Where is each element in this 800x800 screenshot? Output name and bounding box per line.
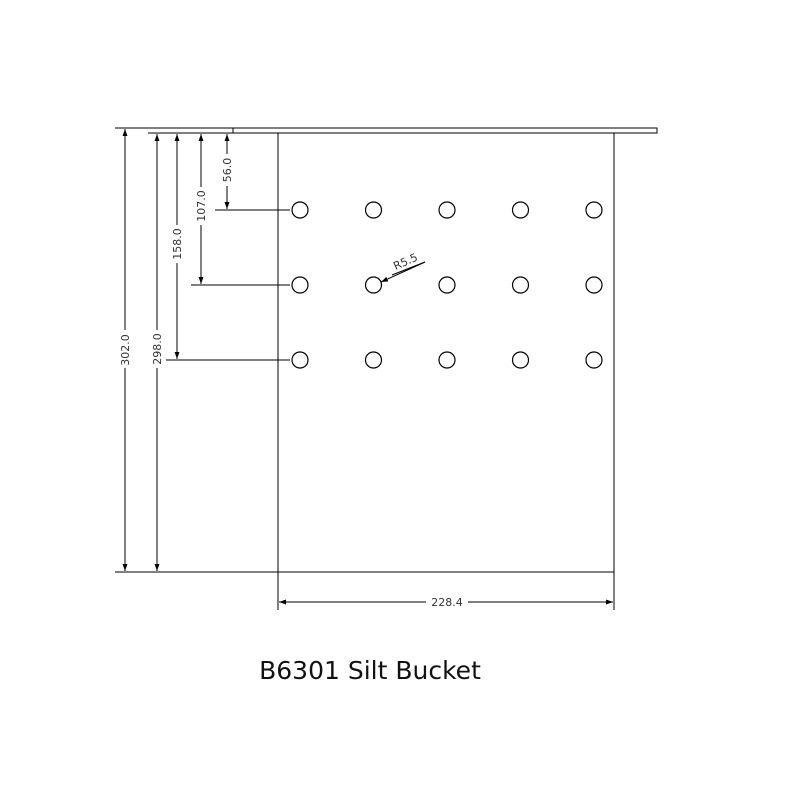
hole (438, 276, 456, 294)
hole (585, 351, 603, 369)
hole (585, 276, 603, 294)
hole (364, 351, 383, 369)
hole (511, 351, 530, 369)
plate-outline (277, 132, 615, 573)
dim-label-56: 56.0 (221, 158, 234, 183)
hole (364, 276, 383, 294)
dim-label-228: 228.4 (431, 596, 463, 609)
extension-lines (115, 127, 615, 610)
radius-leader-shelf (391, 261, 426, 276)
dim-label-298: 298.0 (151, 333, 164, 365)
hole-grid (291, 201, 603, 369)
dimension-labels: 302.0 298.0 158.0 107.0 56.0 228.4 R5.5 (119, 154, 468, 609)
top-flange (232, 127, 658, 134)
hole (438, 201, 456, 219)
dim-label-107: 107.0 (195, 190, 208, 222)
dim-label-158: 158.0 (171, 228, 184, 260)
hole (291, 276, 309, 294)
hole (511, 201, 530, 219)
hole (291, 351, 309, 369)
hole (291, 201, 309, 219)
drawing-title: B6301 Silt Bucket (259, 656, 481, 685)
dim-label-302: 302.0 (119, 334, 132, 366)
hole (511, 276, 530, 294)
hole (438, 351, 456, 369)
hole (364, 201, 383, 219)
hole (585, 201, 603, 219)
